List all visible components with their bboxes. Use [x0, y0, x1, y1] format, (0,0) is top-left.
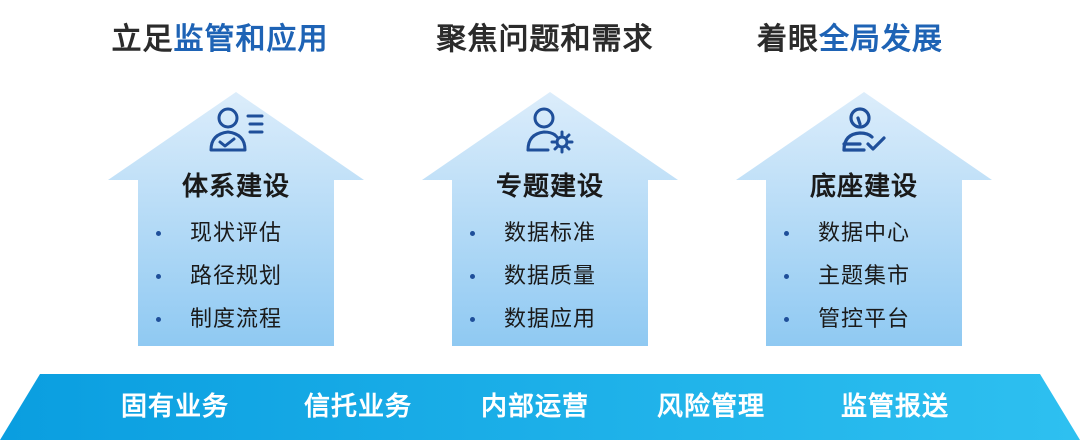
list-item: 管控平台 [736, 298, 992, 341]
list-item: 数据中心 [736, 212, 992, 255]
bullet-icon [784, 231, 789, 236]
base-item: 监管报送 [840, 392, 949, 422]
headline-3-accent: 全局发展 [819, 22, 943, 57]
headline-2: 聚焦问题和需求 [415, 18, 675, 62]
list-item-label: 数据质量 [504, 264, 597, 289]
headline-2-plain: 聚焦问题和需求 [436, 22, 654, 57]
bullet-icon [470, 231, 475, 236]
house-item-list: 数据中心 主题集市 管控平台 [736, 212, 992, 341]
house-item-list: 现状评估 路径规划 制度流程 [108, 212, 364, 341]
house-title: 底座建设 [809, 172, 918, 202]
headline-3: 着眼全局发展 [720, 18, 980, 62]
bullet-icon [784, 317, 789, 322]
house-title: 体系建设 [181, 172, 290, 202]
house-shape [422, 92, 678, 346]
headline-1-plain: 立足 [111, 22, 174, 57]
user-gear-icon [526, 107, 574, 154]
list-item-label: 管控平台 [818, 307, 911, 332]
list-item-label: 制度流程 [190, 307, 283, 332]
house-shape [736, 92, 992, 346]
list-item-label: 数据应用 [504, 307, 597, 332]
list-item-label: 数据标准 [504, 221, 597, 246]
headline-1: 立足监管和应用 [90, 18, 350, 62]
bullet-icon [156, 274, 161, 279]
list-item: 路径规划 [108, 255, 364, 298]
bullet-icon [156, 231, 161, 236]
list-item-label: 现状评估 [190, 221, 283, 246]
house-title: 专题建设 [495, 172, 604, 202]
user-check-icon [842, 107, 886, 152]
base-band-shape [0, 374, 1080, 440]
list-item: 数据质量 [422, 255, 678, 298]
headline-1-accent: 监管和应用 [173, 22, 329, 57]
base-item: 信托业务 [303, 392, 412, 422]
list-item: 主题集市 [736, 255, 992, 298]
house-foundation-building: 底座建设 数据中心 主题集市 管控平台 [736, 92, 992, 346]
list-item: 数据标准 [422, 212, 678, 255]
list-item-label: 数据中心 [818, 221, 911, 246]
house-shape [108, 92, 364, 346]
headline-3-plain: 着眼 [757, 22, 819, 57]
list-item-label: 路径规划 [190, 264, 283, 289]
house-item-list: 数据标准 数据质量 数据应用 [422, 212, 678, 341]
base-item: 固有业务 [120, 392, 229, 422]
list-item: 现状评估 [108, 212, 364, 255]
bullet-icon [156, 317, 161, 322]
base-item: 内部运营 [480, 392, 589, 422]
house-topic-building: 专题建设 数据标准 数据质量 数据应用 [422, 92, 678, 346]
list-item: 数据应用 [422, 298, 678, 341]
bullet-icon [470, 317, 475, 322]
bullet-icon [784, 274, 789, 279]
business-base-band: 固有业务 信托业务 内部运营 风险管理 监管报送 [0, 374, 1080, 440]
user-list-icon [209, 107, 264, 152]
base-item: 风险管理 [656, 392, 765, 422]
list-item: 制度流程 [108, 298, 364, 341]
list-item-label: 主题集市 [818, 264, 911, 289]
house-system-building: 体系建设 现状评估 路径规划 制度流程 [108, 92, 364, 346]
bullet-icon [470, 274, 475, 279]
